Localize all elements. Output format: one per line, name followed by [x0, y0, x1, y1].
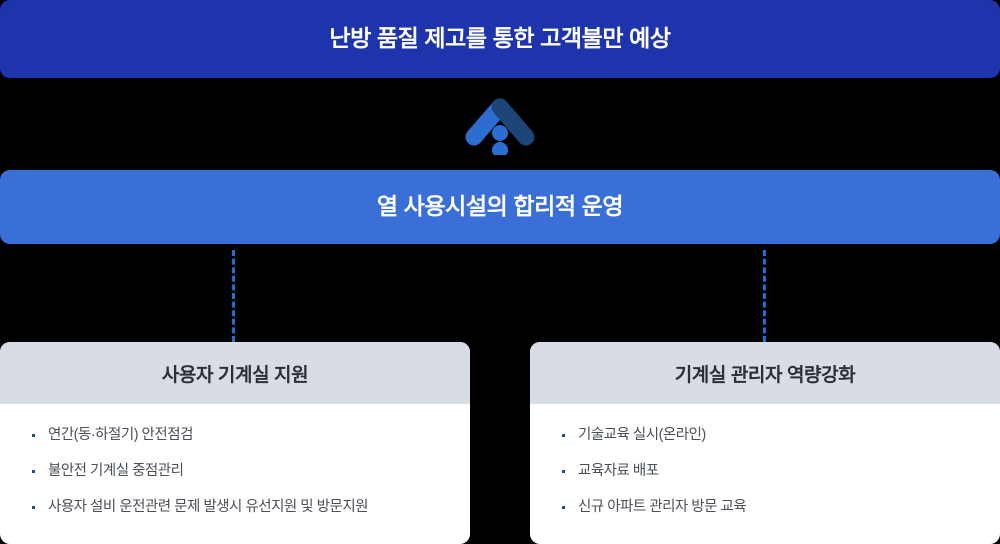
card-header: 사용자 기계실 지원 — [0, 342, 470, 404]
card-user-machine-room-support: 사용자 기계실 지원 연간(동·하절기) 안전점검 불안전 기계실 중점관리 사… — [0, 342, 470, 544]
list-item: 사용자 설비 운전관련 문제 발생시 유선지원 및 방문지원 — [32, 498, 444, 517]
card-body: 연간(동·하절기) 안전점검 불안전 기계실 중점관리 사용자 설비 운전관련 … — [0, 404, 470, 544]
chevron-up-icon — [465, 98, 535, 155]
list-item: 신규 아파트 관리자 방문 교육 — [562, 498, 974, 517]
bullet-list: 기술교육 실시(온라인) 교육자료 배포 신규 아파트 관리자 방문 교육 — [562, 426, 974, 517]
card-row: 사용자 기계실 지원 연간(동·하절기) 안전점검 불안전 기계실 중점관리 사… — [0, 342, 1000, 544]
card-body: 기술교육 실시(온라인) 교육자료 배포 신규 아파트 관리자 방문 교육 — [530, 404, 1000, 544]
goal-banner: 난방 품질 제고를 통한 고객불만 예상 — [0, 0, 1000, 78]
list-item: 기술교육 실시(온라인) — [562, 426, 974, 445]
list-item: 연간(동·하절기) 안전점검 — [32, 426, 444, 445]
card-title: 사용자 기계실 지원 — [161, 364, 309, 386]
connector-line-right — [763, 250, 766, 342]
strategy-banner-label: 열 사용시설의 합리적 운영 — [376, 193, 624, 220]
list-item: 불안전 기계실 중점관리 — [32, 462, 444, 481]
arrow-zone — [0, 78, 1000, 170]
list-item: 교육자료 배포 — [562, 462, 974, 481]
goal-banner-label: 난방 품질 제고를 통한 고객불만 예상 — [329, 25, 671, 52]
card-header: 기계실 관리자 역량강화 — [530, 342, 1000, 404]
bullet-list: 연간(동·하절기) 안전점검 불안전 기계실 중점관리 사용자 설비 운전관련 … — [32, 426, 444, 517]
card-manager-capability: 기계실 관리자 역량강화 기술교육 실시(온라인) 교육자료 배포 신규 아파트… — [530, 342, 1000, 544]
connector-line-left — [232, 250, 235, 342]
strategy-banner: 열 사용시설의 합리적 운영 — [0, 170, 1000, 244]
card-title: 기계실 관리자 역량강화 — [674, 364, 856, 386]
